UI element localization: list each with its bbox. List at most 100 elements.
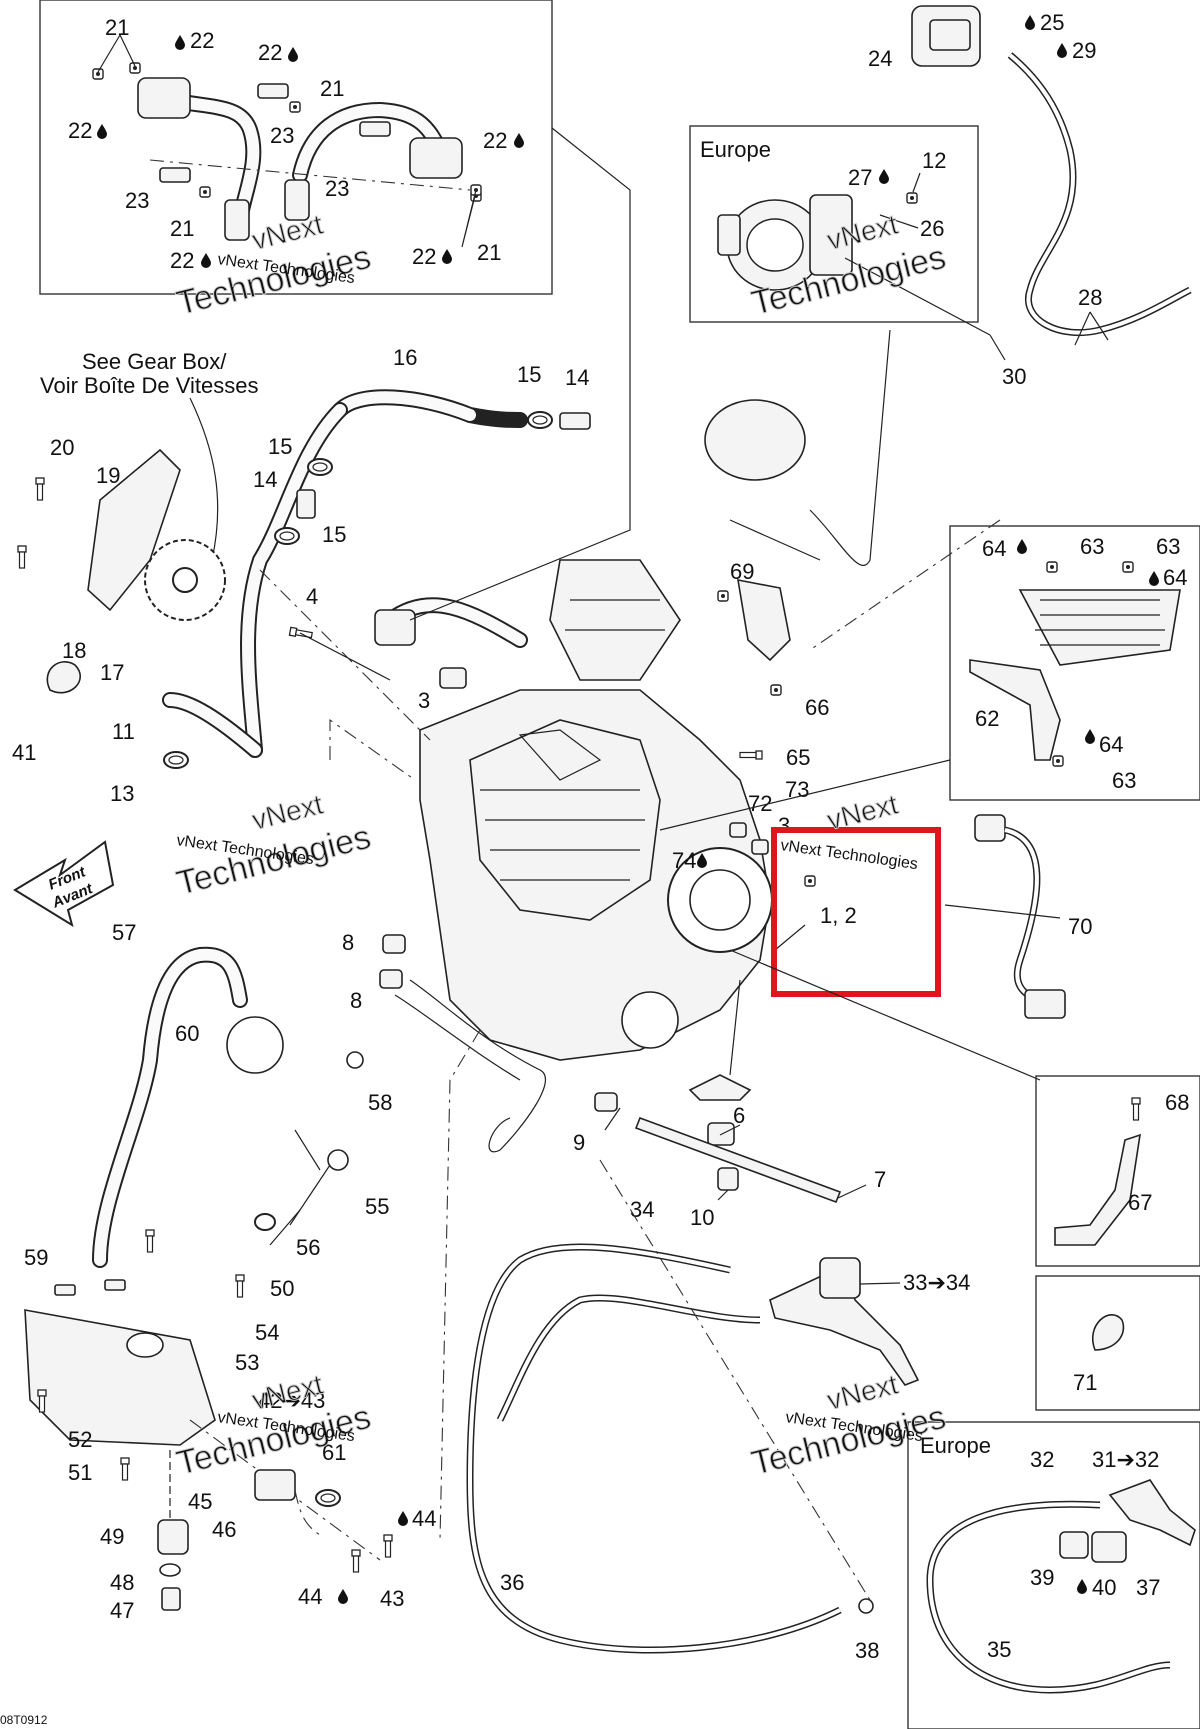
callout-17: 17 [100, 660, 124, 685]
callout-57: 57 [112, 920, 136, 945]
diagram-code: 08T0912 [0, 1713, 48, 1727]
callout-21: 21 [320, 76, 344, 101]
inset-title: Europe [700, 137, 771, 162]
tubing-inset: 21 22 22 21 22 23 23 23 22 21 22 22 21 [39, 0, 553, 295]
engine-block [374, 399, 821, 1101]
callout-45: 45 [188, 1489, 212, 1514]
callout-33-34: 33➔34 [903, 1270, 970, 1295]
callout-56: 56 [296, 1235, 320, 1260]
lever-cables: 34 33➔34 36 38 [466, 1197, 970, 1663]
callout-13: 13 [110, 781, 134, 806]
callout-22: 22 [68, 118, 92, 143]
front-arrow: Front Avant [13, 840, 115, 928]
callout-23: 23 [270, 123, 294, 148]
callout-43: 43 [380, 1586, 404, 1611]
inset-frame [949, 525, 1200, 801]
callout-11: 11 [112, 719, 135, 744]
callout-55: 55 [365, 1194, 389, 1219]
ecm-inset: 64 63 63 64 62 64 63 [949, 525, 1200, 801]
callout-65: 65 [786, 745, 810, 770]
coolant-tank [24, 1309, 216, 1446]
callout-6: 6 [733, 1103, 745, 1128]
callout-59: 59 [24, 1245, 48, 1270]
callout-18: 18 [62, 638, 86, 663]
callout-23: 23 [325, 176, 349, 201]
callout-24: 24 [868, 46, 892, 71]
callout-3: 3 [778, 813, 790, 838]
callout-62: 62 [975, 706, 999, 731]
inset-frame [1035, 1275, 1200, 1411]
see-gear-box-label: See Gear Box/ [82, 349, 227, 374]
callout-31-32: 31➔32 [1092, 1447, 1159, 1472]
callout-66: 66 [805, 695, 829, 720]
callout-42-43: 42➔43 [258, 1388, 325, 1413]
callout-3: 3 [418, 688, 430, 713]
callout-15: 15 [268, 434, 292, 459]
callout-4: 4 [306, 584, 318, 609]
callout-53: 53 [235, 1350, 259, 1375]
callout-71: 71 [1073, 1370, 1097, 1395]
callout-35: 35 [987, 1637, 1011, 1662]
callout-70: 70 [1068, 914, 1092, 939]
ecm-bracket [969, 659, 1061, 761]
clip-inset: 71 [1035, 1275, 1200, 1411]
callout-61: 61 [322, 1440, 346, 1465]
callout-32: 32 [1030, 1447, 1054, 1472]
callout-51: 51 [68, 1460, 92, 1485]
callout-15: 15 [322, 522, 346, 547]
callout-69: 69 [730, 559, 754, 584]
clip-71 [1092, 1314, 1125, 1351]
callout-39: 39 [1030, 1565, 1054, 1590]
europe-throttle-inset: Europe 27 12 26 30 [689, 125, 1026, 389]
shift-lever-foot [688, 1074, 752, 1101]
callout-34: 34 [630, 1197, 654, 1222]
callout-47: 47 [110, 1598, 134, 1623]
callout-67: 67 [1128, 1190, 1152, 1215]
inset-frame [907, 1421, 1200, 1729]
callout-7: 7 [874, 1167, 886, 1192]
callout-8: 8 [350, 988, 362, 1013]
callout-58: 58 [368, 1090, 392, 1115]
inset-frame [39, 0, 553, 295]
sensor-70: 70 [944, 814, 1092, 1019]
callout-48: 48 [110, 1570, 134, 1595]
callout-60: 60 [175, 1021, 199, 1046]
callout-54: 54 [255, 1320, 279, 1345]
callout-30: 30 [1002, 364, 1026, 389]
see-gear-box-label-fr: Voir Boîte De Vitesses [40, 373, 259, 398]
callout-1-2: 1, 2 [820, 903, 857, 928]
callout-21: 21 [170, 216, 194, 241]
europe-clutch-inset: Europe 32 31➔32 39 40 37 35 [907, 1421, 1200, 1729]
callout-68: 68 [1165, 1090, 1189, 1115]
callout-38: 38 [855, 1638, 879, 1663]
callout-15: 15 [517, 362, 541, 387]
clutch-lever-eu [1108, 1479, 1196, 1547]
shift-lever [1054, 1133, 1141, 1246]
callout-64: 64 [1163, 565, 1187, 590]
watermark: vNext [824, 1368, 901, 1415]
callout-74: 74 [672, 848, 696, 873]
callout-28: 28 [1078, 285, 1102, 310]
callout-40: 40 [1092, 1575, 1116, 1600]
callout-52: 52 [68, 1427, 92, 1452]
coolant-tank-group: 57 60 59 55 56 50 54 53 42➔43 52 51 49 4… [24, 920, 436, 1623]
callout-16: 16 [393, 345, 417, 370]
coil-connector-right [409, 137, 463, 179]
clip-41 [46, 661, 81, 694]
gear-box-group: See Gear Box/ Voir Boîte De Vitesses 20 … [17, 349, 259, 685]
callout-22: 22 [170, 248, 194, 273]
callout-44: 44 [412, 1506, 436, 1531]
callout-41: 41 [12, 740, 36, 765]
callout-14: 14 [565, 365, 589, 390]
highlight-box [771, 827, 941, 997]
callout-19: 19 [96, 463, 120, 488]
shift-lever-inset: 68 67 [1035, 1075, 1200, 1267]
cooling-hoses: 16 15 14 15 14 15 11 13 41 [12, 345, 591, 806]
inset-frame [689, 125, 979, 323]
callout-22: 22 [412, 244, 436, 269]
callout-37: 37 [1136, 1575, 1160, 1600]
callout-26: 26 [920, 216, 944, 241]
callout-73: 73 [785, 777, 809, 802]
sprocket-cover [87, 448, 181, 612]
